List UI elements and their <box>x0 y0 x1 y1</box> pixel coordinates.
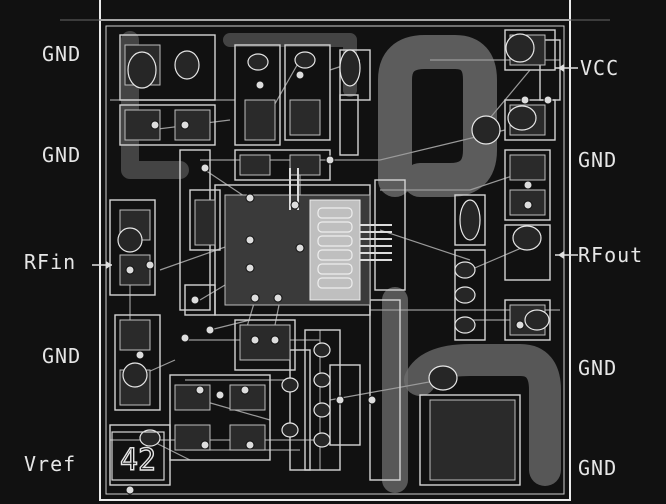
pin-right-rfout: RFout <box>578 243 644 267</box>
pin-left-rfin: RFin <box>24 250 77 274</box>
board-marking: 42 <box>120 443 156 478</box>
pin-right-4: GND <box>578 356 618 380</box>
pin-left-4: GND <box>42 344 82 368</box>
silkscreen-marking: 42 <box>111 431 165 481</box>
pin-right-5: GND <box>578 456 618 480</box>
pin-right-2: GND <box>578 148 618 172</box>
board-outline <box>60 0 610 501</box>
pin-left-1: GND <box>42 42 82 66</box>
vias <box>125 70 553 495</box>
component-outlines <box>109 29 561 486</box>
pin-left-2: GND <box>42 143 82 167</box>
pin-right-vcc: VCC <box>580 56 620 80</box>
pin-left-vref: Vref <box>24 452 77 476</box>
ellipse-parts <box>117 33 550 448</box>
